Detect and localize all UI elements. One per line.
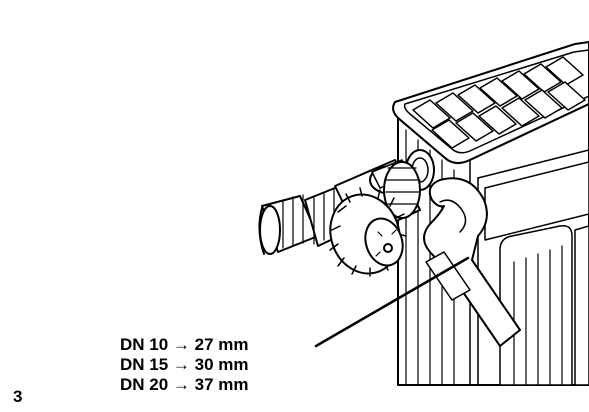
wrench	[423, 177, 521, 347]
radiator-panel	[392, 41, 589, 386]
thermostat-knob	[329, 187, 407, 277]
step-number: 3	[13, 387, 23, 406]
radiator-grille	[412, 56, 586, 149]
size-label-dn10: DN 10 → 27 mm	[120, 335, 249, 354]
size-labels: DN 10 → 27 mm DN 15 → 30 mm DN 20 → 37 m…	[120, 336, 249, 396]
size-label-dn15: DN 15 → 30 mm	[120, 355, 249, 374]
size-label-dn20: DN 20 → 37 mm	[120, 375, 249, 394]
leader-line	[314, 256, 470, 348]
